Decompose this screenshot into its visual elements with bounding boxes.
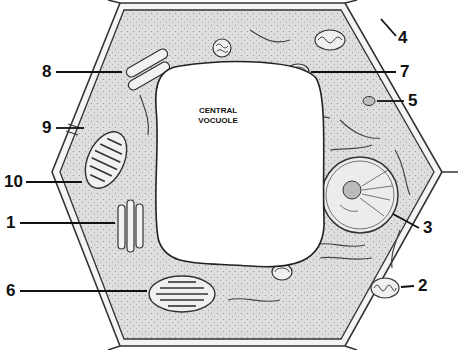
endoplasmic-reticulum (140, 30, 410, 301)
callout-number: 2 (418, 276, 427, 296)
callout-number: 10 (4, 172, 23, 192)
central-vacuole: CENTRAL VOCUOLE (150, 58, 332, 272)
chloroplast (149, 276, 215, 312)
leader-lines (20, 19, 419, 291)
plasmodesma (66, 124, 80, 135)
cell-wall (52, 3, 442, 346)
vesicle (213, 39, 231, 57)
cytoplasm (60, 10, 434, 339)
mitochondrion (371, 278, 399, 298)
chloroplast (77, 125, 135, 195)
callout-number: 8 (42, 62, 51, 82)
vacuole-label: CENTRAL VOCUOLE (191, 106, 245, 126)
callout-number: 6 (6, 281, 15, 301)
small-organelle (363, 97, 375, 106)
mitochondrion (315, 30, 345, 50)
callout-number: 3 (423, 218, 432, 238)
callout-number: 1 (6, 213, 15, 233)
vacuole-outline (150, 58, 332, 272)
callout-number: 4 (398, 28, 407, 48)
golgi-apparatus (118, 200, 143, 252)
callout-number: 5 (408, 91, 417, 111)
nucleus (322, 157, 398, 233)
callout-number: 9 (42, 118, 51, 138)
callout-number: 7 (400, 62, 409, 82)
